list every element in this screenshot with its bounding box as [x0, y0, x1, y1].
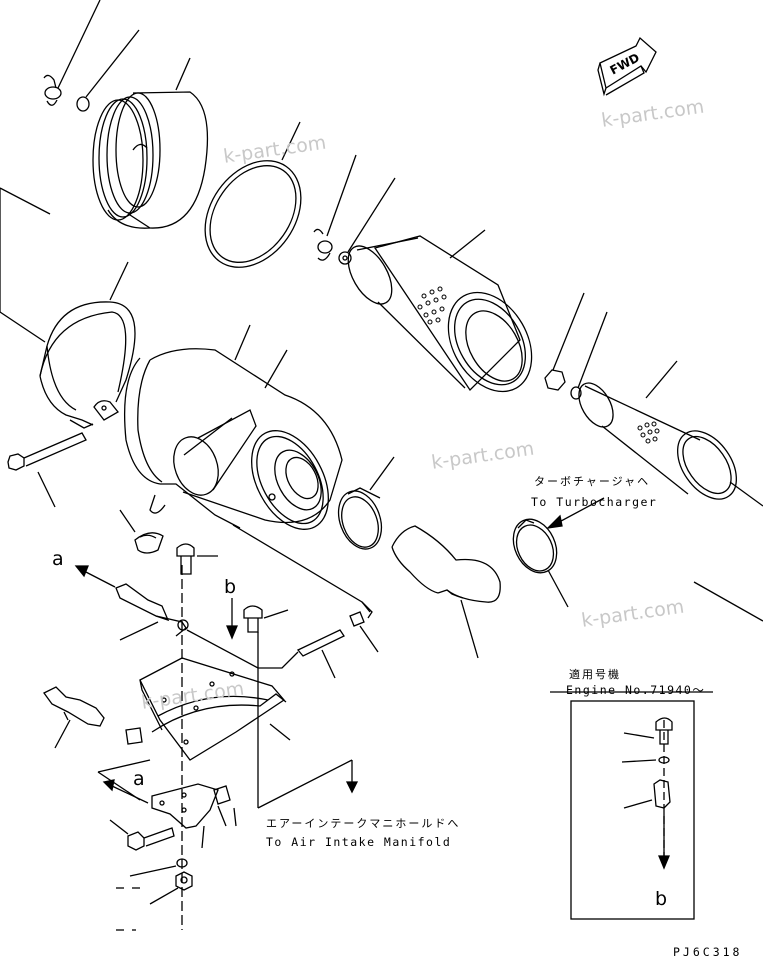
manifold-label-jp: エアーインテークマニホールドへ [266, 817, 461, 830]
bolt-b [243, 605, 289, 633]
washer-middle [338, 177, 396, 265]
inner-filter-element [578, 360, 763, 507]
a-arrow-bottom-icon [97, 759, 151, 804]
marker-a-top: a [52, 548, 64, 570]
manifold-label-en: To Air Intake Manifold [266, 835, 452, 849]
rubber-elbow-hose [391, 525, 501, 659]
a-arrow-top-icon [74, 565, 116, 588]
bolt-bottom [109, 819, 175, 851]
marker-b-top: b [224, 576, 237, 598]
hose-clamp-lower [512, 518, 569, 608]
evacuator-valve [119, 509, 164, 554]
bolt-band [7, 432, 87, 508]
wing-nut-middle [313, 154, 357, 261]
dust-indicator-sensor [115, 583, 189, 641]
mounting-bracket-plate [139, 657, 291, 761]
washer-inner [570, 311, 608, 400]
inset-title-en: Engine No.71940〜 [566, 683, 706, 697]
inset-title-jp: 適用号機 [569, 668, 621, 681]
bolt-bracket [176, 543, 218, 575]
manifold-arrow-icon [345, 760, 359, 794]
washer-top [76, 29, 140, 112]
turbo-arrow-icon [546, 497, 605, 529]
inset-box [550, 691, 713, 920]
outer-filter-element [347, 229, 533, 393]
b-arrow-icon [226, 598, 238, 640]
marker-b-inset: b [655, 888, 668, 910]
drawing-code: PJ6C318 [673, 945, 743, 959]
air-cleaner-body [123, 324, 343, 530]
connector-tube [296, 629, 345, 679]
mounting-band [39, 261, 136, 429]
cover-end-cap [92, 57, 209, 229]
wing-nut-top [43, 0, 101, 106]
washer-bottom [129, 858, 188, 877]
connector-nipple [349, 611, 379, 653]
hose-clamp-upper [337, 456, 395, 550]
turbocharger-label-jp: ターボチャージャヘ [534, 475, 651, 488]
clip-bracket [151, 783, 237, 849]
turbocharger-label-en: To Turbocharger [531, 495, 658, 509]
nut-inner [544, 292, 585, 391]
nut-bottom [149, 871, 193, 905]
marker-a-bottom: a [133, 768, 145, 790]
pressure-sensor-plug [43, 686, 143, 749]
fwd-arrow-icon [597, 36, 657, 97]
gasket-ring [204, 121, 302, 268]
